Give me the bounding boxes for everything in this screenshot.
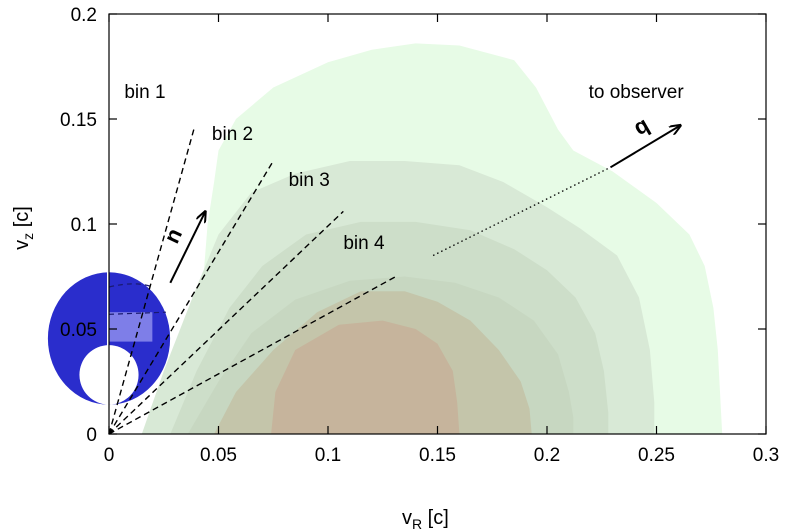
y-tick-label: 0.05	[60, 320, 97, 341]
disk-clip-left	[107, 14, 109, 434]
x-tick-label: 0	[104, 445, 115, 466]
y-axis-title: vz [c]	[11, 206, 36, 250]
x-tick-label: 0.1	[315, 445, 341, 466]
y-tick-label: 0.1	[71, 215, 97, 236]
bin-line-4	[108, 275, 397, 435]
x-tick-label: 0.15	[419, 445, 456, 466]
contour-layer	[141, 43, 723, 435]
x-axis-title: vR [c]	[402, 507, 449, 529]
q-vector-label: q	[629, 112, 653, 140]
contour-level-6	[271, 320, 460, 434]
annotation-layer: bin 1 bin 2 bin 3 bin 4 to observer q n	[124, 82, 684, 254]
bin-line-3	[108, 210, 344, 435]
bin-label-1: bin 1	[124, 82, 165, 103]
axis-ticks: 0 0.05 0.1 0.15 0.2 0.25 0.3 0 0.05 0.1 0.15 0.2	[60, 5, 779, 466]
bin-line-2	[108, 160, 274, 435]
x-axis-title-sub: R	[412, 516, 422, 529]
disk-band	[109, 312, 153, 342]
bin-label-3: bin 3	[289, 170, 330, 191]
normal-arrow	[169, 211, 205, 284]
y-tick-label: 0.15	[60, 110, 97, 131]
y-axis-title-sub: z	[20, 233, 36, 240]
observer-dotted-line	[432, 166, 611, 257]
y-tick-label: 0	[86, 425, 97, 446]
y-axis-title-main: v	[11, 240, 33, 250]
observer-arrow	[609, 125, 681, 169]
x-axis-title-main: v	[402, 507, 412, 529]
y-axis-title-unit: [c]	[11, 206, 33, 233]
observer-label: to observer	[589, 82, 685, 103]
x-axis-title-unit: [c]	[422, 507, 449, 529]
x-tick-label: 0.25	[638, 445, 675, 466]
x-tick-label: 0.3	[753, 445, 779, 466]
disk-dashed-top	[108, 283, 154, 288]
disk-dashed-mid	[108, 311, 166, 315]
bin-label-4: bin 4	[343, 233, 385, 254]
bin-lines-layer	[108, 125, 681, 435]
x-tick-label: 0.2	[534, 445, 560, 466]
bin-label-2: bin 2	[212, 124, 253, 145]
bin-line-1	[108, 127, 196, 435]
y-tick-label: 0.2	[71, 5, 97, 26]
n-vector-label: n	[159, 224, 187, 247]
x-tick-label: 0.05	[200, 445, 237, 466]
